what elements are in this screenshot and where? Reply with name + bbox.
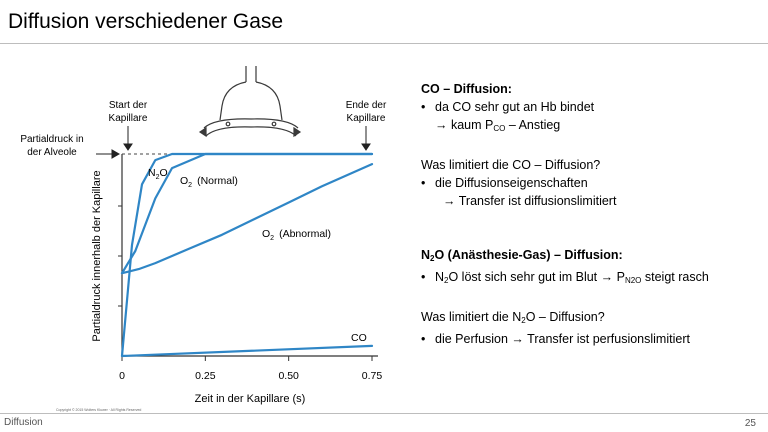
x-tick-label: 0.25: [195, 370, 216, 382]
series-line-1: [120, 152, 374, 275]
y-ticks: [118, 205, 122, 307]
x-tick-label: 0.75: [362, 370, 383, 382]
co-label: CO: [351, 332, 367, 344]
title-divider: [0, 43, 768, 44]
series-line-2: [120, 162, 374, 275]
diffusion-diagram: Start der Kapillare Ende der Kapillare P…: [20, 66, 387, 412]
end-label-1: Ende der: [346, 100, 387, 111]
axes: [121, 154, 378, 357]
series-lines: [120, 152, 374, 358]
explanation-text: CO – Diffusion: •da CO sehr gut an Hb bi…: [421, 80, 761, 348]
y-axis-label: Partialdruck innerhalb der Kapillare: [91, 170, 103, 341]
series-line-3: [120, 344, 374, 358]
o2-abnormal-label: O2(Abnormal): [262, 228, 331, 242]
flow-arrows: [198, 126, 302, 138]
page-number: 25: [744, 418, 756, 429]
series-line-0: [120, 152, 374, 358]
start-label-1: Start der: [109, 100, 148, 111]
x-tick-labels: 0 0.25 0.50 0.75: [119, 356, 382, 382]
pointer-arrows: [96, 126, 371, 159]
co-bullet-1-sub: → kaum PCO – Anstieg: [435, 118, 561, 133]
co-answer-1: •die Diffusionseigenschaften: [421, 176, 588, 190]
x-tick-label: 0.50: [278, 370, 299, 382]
alveole-label-1: Partialdruck in: [20, 134, 83, 145]
start-label-2: Kapillare: [109, 113, 148, 124]
co-question: Was limitiert die CO – Diffusion?: [421, 158, 601, 172]
n2o-bullet-1: •N2O löst sich sehr gut im Blut → PN2O s…: [421, 270, 709, 285]
capillary-illustration: [203, 66, 299, 137]
alveole-label-2: der Alveole: [27, 147, 77, 158]
co-bullet-1: •da CO sehr gut an Hb bindet: [421, 100, 595, 114]
co-answer-2: → Transfer ist diffusionslimitiert: [443, 194, 617, 208]
x-tick-label: 0: [119, 370, 125, 382]
n2o-heading: N2O (Anästhesie-Gas) – Diffusion:: [421, 248, 623, 263]
n2o-answer-1: •die Perfusion → Transfer ist perfusions…: [421, 332, 690, 346]
end-label-2: Kapillare: [347, 113, 386, 124]
n2o-label: N2O: [148, 167, 168, 181]
copyright: Copyright © 2015 Wolters Kluwer · All Ri…: [56, 408, 141, 412]
footer-divider: [0, 413, 768, 414]
x-axis-label: Zeit in der Kapillare (s): [195, 393, 306, 405]
n2o-question: Was limitiert die N2O – Diffusion?: [421, 310, 605, 325]
page-title: Diffusion verschiedener Gase: [8, 10, 284, 33]
footer-section: Diffusion: [4, 417, 43, 428]
o2-normal-label: O2(Normal): [180, 175, 238, 189]
co-heading: CO – Diffusion:: [421, 82, 512, 96]
